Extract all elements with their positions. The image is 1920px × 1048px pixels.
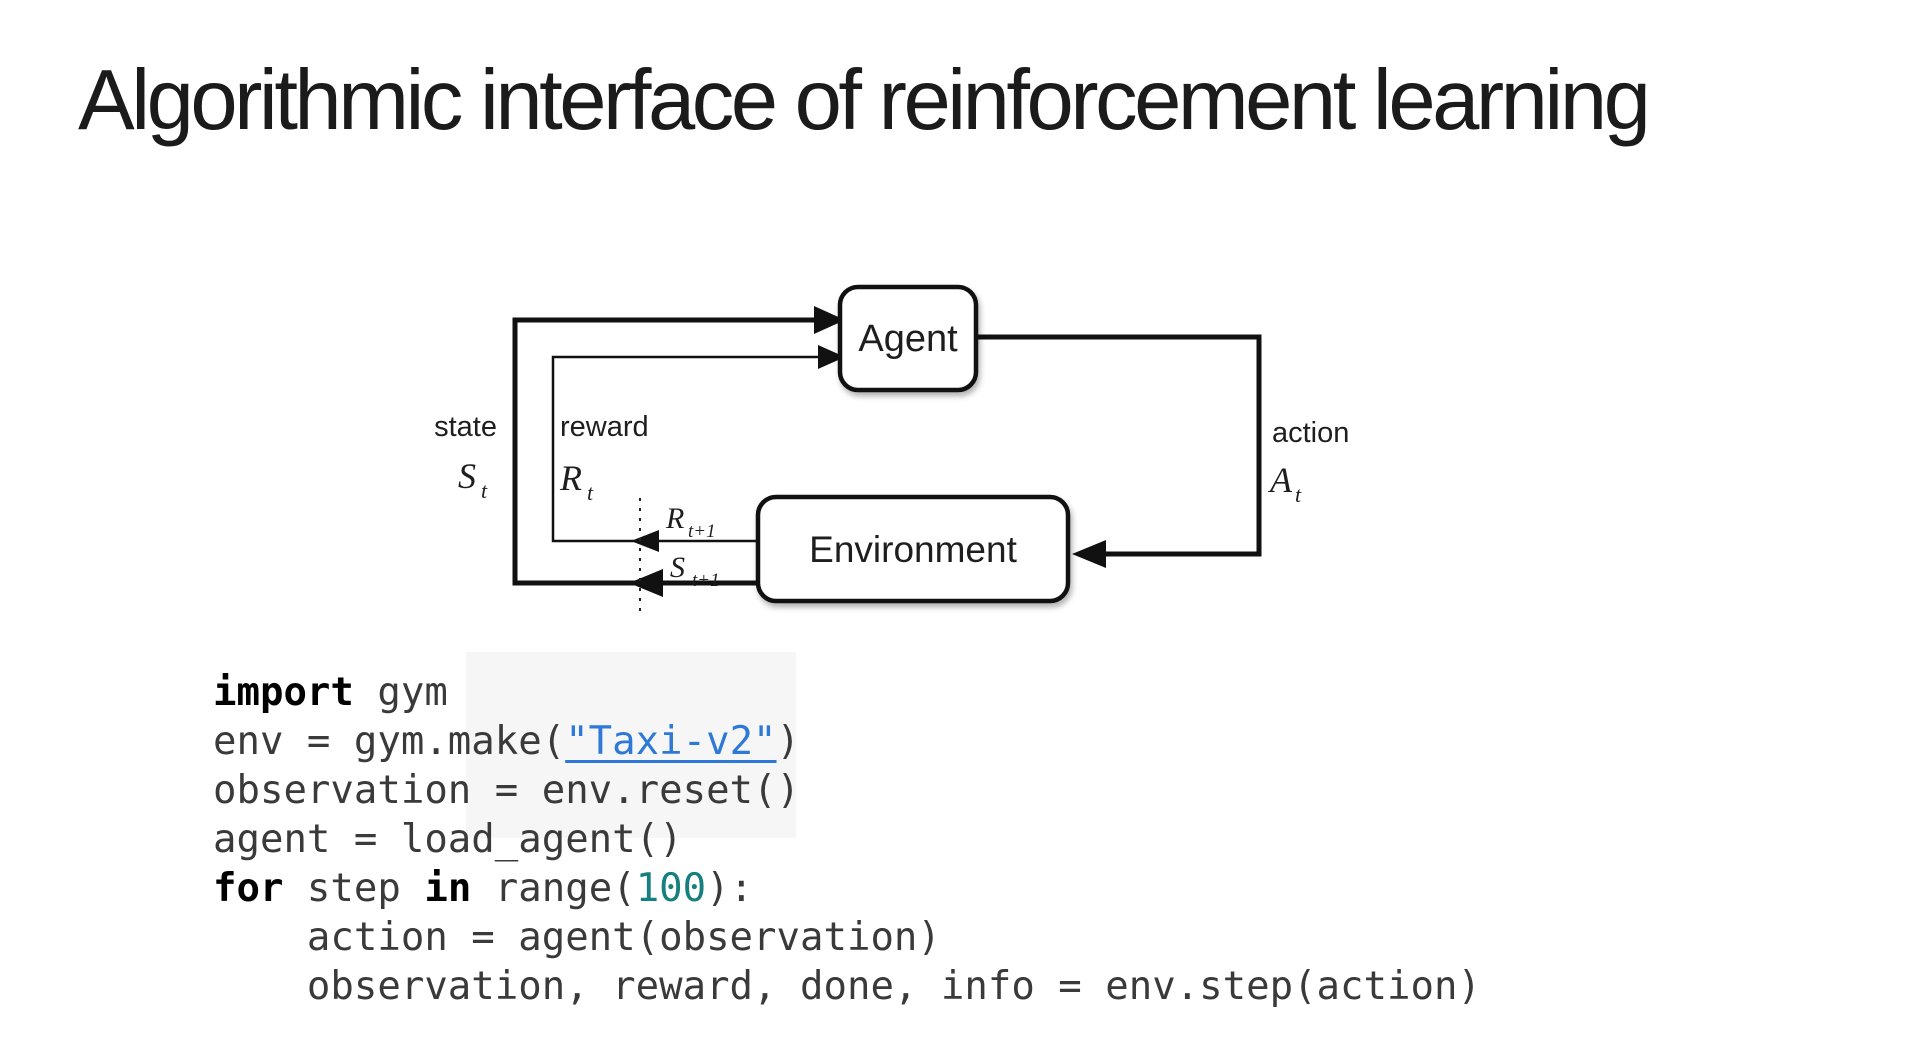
- code-line: env = gym.make("Taxi-v2"): [213, 717, 1481, 766]
- code-line: import gym: [213, 668, 1481, 717]
- next-reward-subscript: t+1: [688, 521, 716, 542]
- next-state-subscript: t+1: [692, 570, 720, 591]
- action-into-environment-arrowhead: [1072, 540, 1106, 568]
- state-symbol-subscript: t: [481, 478, 488, 503]
- code-link-taxi-v2[interactable]: "Taxi-v2": [565, 719, 777, 764]
- code-token: for: [213, 866, 284, 911]
- code-token: observation = env.reset(): [213, 768, 800, 813]
- agent-box-label: Agent: [858, 318, 958, 360]
- reward-into-agent-arrowhead: [818, 345, 845, 369]
- code-token: step: [283, 866, 425, 911]
- action-line: [975, 334, 1262, 557]
- next-state-symbol: S: [670, 551, 685, 584]
- code-token: range(: [471, 866, 636, 911]
- rl-loop-diagram: Agent Environment state S t reward R t a…: [434, 284, 1349, 618]
- code-token: ):: [706, 866, 754, 911]
- code-line: for step in range(100):: [213, 864, 1481, 913]
- state-symbol: S: [458, 456, 476, 496]
- code-line: action = agent(observation): [213, 913, 1481, 962]
- code-backdrop: [466, 652, 796, 838]
- state-label: state: [434, 411, 497, 443]
- code-line: observation = env.reset(): [213, 766, 1481, 815]
- code-line: observation, reward, done, info = env.st…: [213, 962, 1481, 1011]
- code-token: env = gym.make(: [213, 719, 566, 764]
- code-token: observation, reward, done, info = env.st…: [213, 964, 1481, 1009]
- code-token: import: [213, 670, 354, 715]
- action-symbol-subscript: t: [1295, 482, 1302, 507]
- next-reward-arrowhead: [631, 530, 659, 552]
- environment-box-label: Environment: [809, 529, 1017, 570]
- page-title: Algorithmic interface of reinforcement l…: [78, 53, 1651, 148]
- code-token: ): [776, 719, 801, 764]
- next-reward-symbol: R: [665, 502, 684, 535]
- code-token: in: [424, 866, 472, 911]
- reward-label: reward: [560, 411, 649, 443]
- code-token: action = agent(observation): [213, 915, 941, 960]
- code-token: gym: [353, 670, 448, 715]
- code-line: agent = load_agent(): [213, 815, 1481, 864]
- environment-box: [755, 494, 1071, 604]
- agent-box: [837, 284, 979, 393]
- next-state-arrowhead: [629, 569, 663, 597]
- action-label: action: [1272, 417, 1349, 449]
- code-token: agent = load_agent(): [213, 817, 683, 862]
- reward-symbol-subscript: t: [587, 480, 594, 505]
- state-into-agent-arrowhead: [814, 306, 845, 334]
- reward-symbol: R: [559, 458, 582, 498]
- action-symbol: A: [1268, 460, 1293, 500]
- code-token: 100: [635, 866, 707, 911]
